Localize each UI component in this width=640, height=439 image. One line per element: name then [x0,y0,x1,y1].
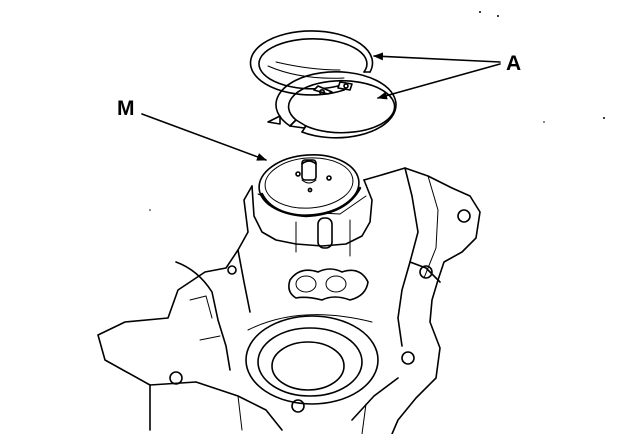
transmission-housing [97,11,605,435]
seal-plate-m [258,154,362,218]
label-m: M [117,97,135,120]
snap-ring-a-lower [267,71,397,139]
leader-lines [141,52,501,161]
leader-a-upper [373,52,501,63]
label-a: A [506,52,522,75]
leader-a-lower [377,63,501,100]
snap-ring-a-upper [249,30,374,96]
leader-m [141,113,267,161]
